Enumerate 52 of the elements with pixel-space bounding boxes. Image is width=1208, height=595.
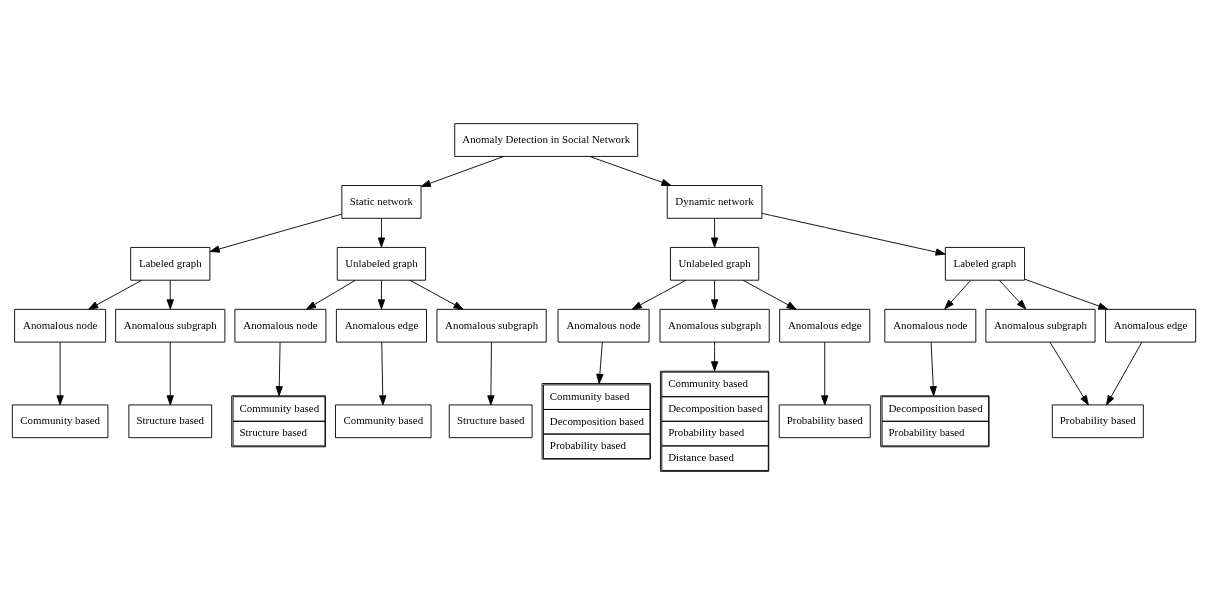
- arrow: [631, 279, 687, 310]
- node-box: Structure based: [448, 404, 533, 439]
- node-box: Dynamic network: [666, 185, 763, 219]
- arrow: [379, 341, 387, 406]
- arrow: [166, 341, 174, 406]
- node-box: Labeled graph: [130, 247, 211, 281]
- node-box: Probability based: [1051, 404, 1144, 439]
- node-box: Anomalous subgraph: [985, 308, 1096, 343]
- node-box: Community based: [11, 404, 109, 439]
- node-box: Structure based: [128, 404, 213, 439]
- arrow: [710, 280, 719, 310]
- arrow: [1049, 341, 1089, 406]
- node-box: Anomalous subgraph: [436, 308, 547, 343]
- node-box: Anomalous edge: [1105, 308, 1197, 343]
- node-box: Community based: [335, 404, 432, 439]
- arrow: [821, 341, 829, 406]
- node-box: Anomalous node: [234, 308, 327, 343]
- node-box: Unlabeled graph: [670, 247, 760, 281]
- arrow: [596, 341, 604, 384]
- arrow: [377, 280, 386, 310]
- arrow: [929, 341, 937, 397]
- arrow: [420, 156, 504, 187]
- arrow: [306, 279, 356, 310]
- arrow: [1024, 278, 1109, 310]
- arrow: [487, 341, 495, 406]
- arrow: [999, 280, 1027, 310]
- node-box: Labeled graph: [944, 247, 1025, 281]
- arrow: [275, 341, 283, 397]
- arrow: [209, 213, 343, 253]
- node-box: Anomalous node: [557, 308, 650, 343]
- node-box: Anomaly Detection in Social Network: [454, 123, 639, 157]
- arrow: [409, 279, 464, 310]
- node-box: Static network: [341, 185, 422, 219]
- arrow: [944, 280, 972, 310]
- arrow: [710, 341, 719, 372]
- node-box: Anomalous edge: [779, 308, 871, 343]
- arrow: [1106, 341, 1143, 406]
- arrow: [761, 212, 946, 256]
- node-box: Anomalous subgraph: [659, 308, 770, 343]
- node-box: Anomalous node: [884, 308, 977, 343]
- node-box: Anomalous node: [14, 308, 107, 343]
- arrow: [166, 280, 174, 310]
- arrow: [710, 218, 719, 248]
- node-box: Probability based: [778, 404, 871, 439]
- node-box: Anomalous subgraph: [115, 308, 226, 343]
- arrow: [742, 279, 797, 310]
- arrow: [589, 156, 672, 186]
- arrow: [377, 218, 386, 248]
- arrow: [88, 279, 143, 310]
- node-box: Anomalous edge: [335, 308, 427, 343]
- arrow: [56, 341, 64, 406]
- node-box: Unlabeled graph: [336, 247, 427, 281]
